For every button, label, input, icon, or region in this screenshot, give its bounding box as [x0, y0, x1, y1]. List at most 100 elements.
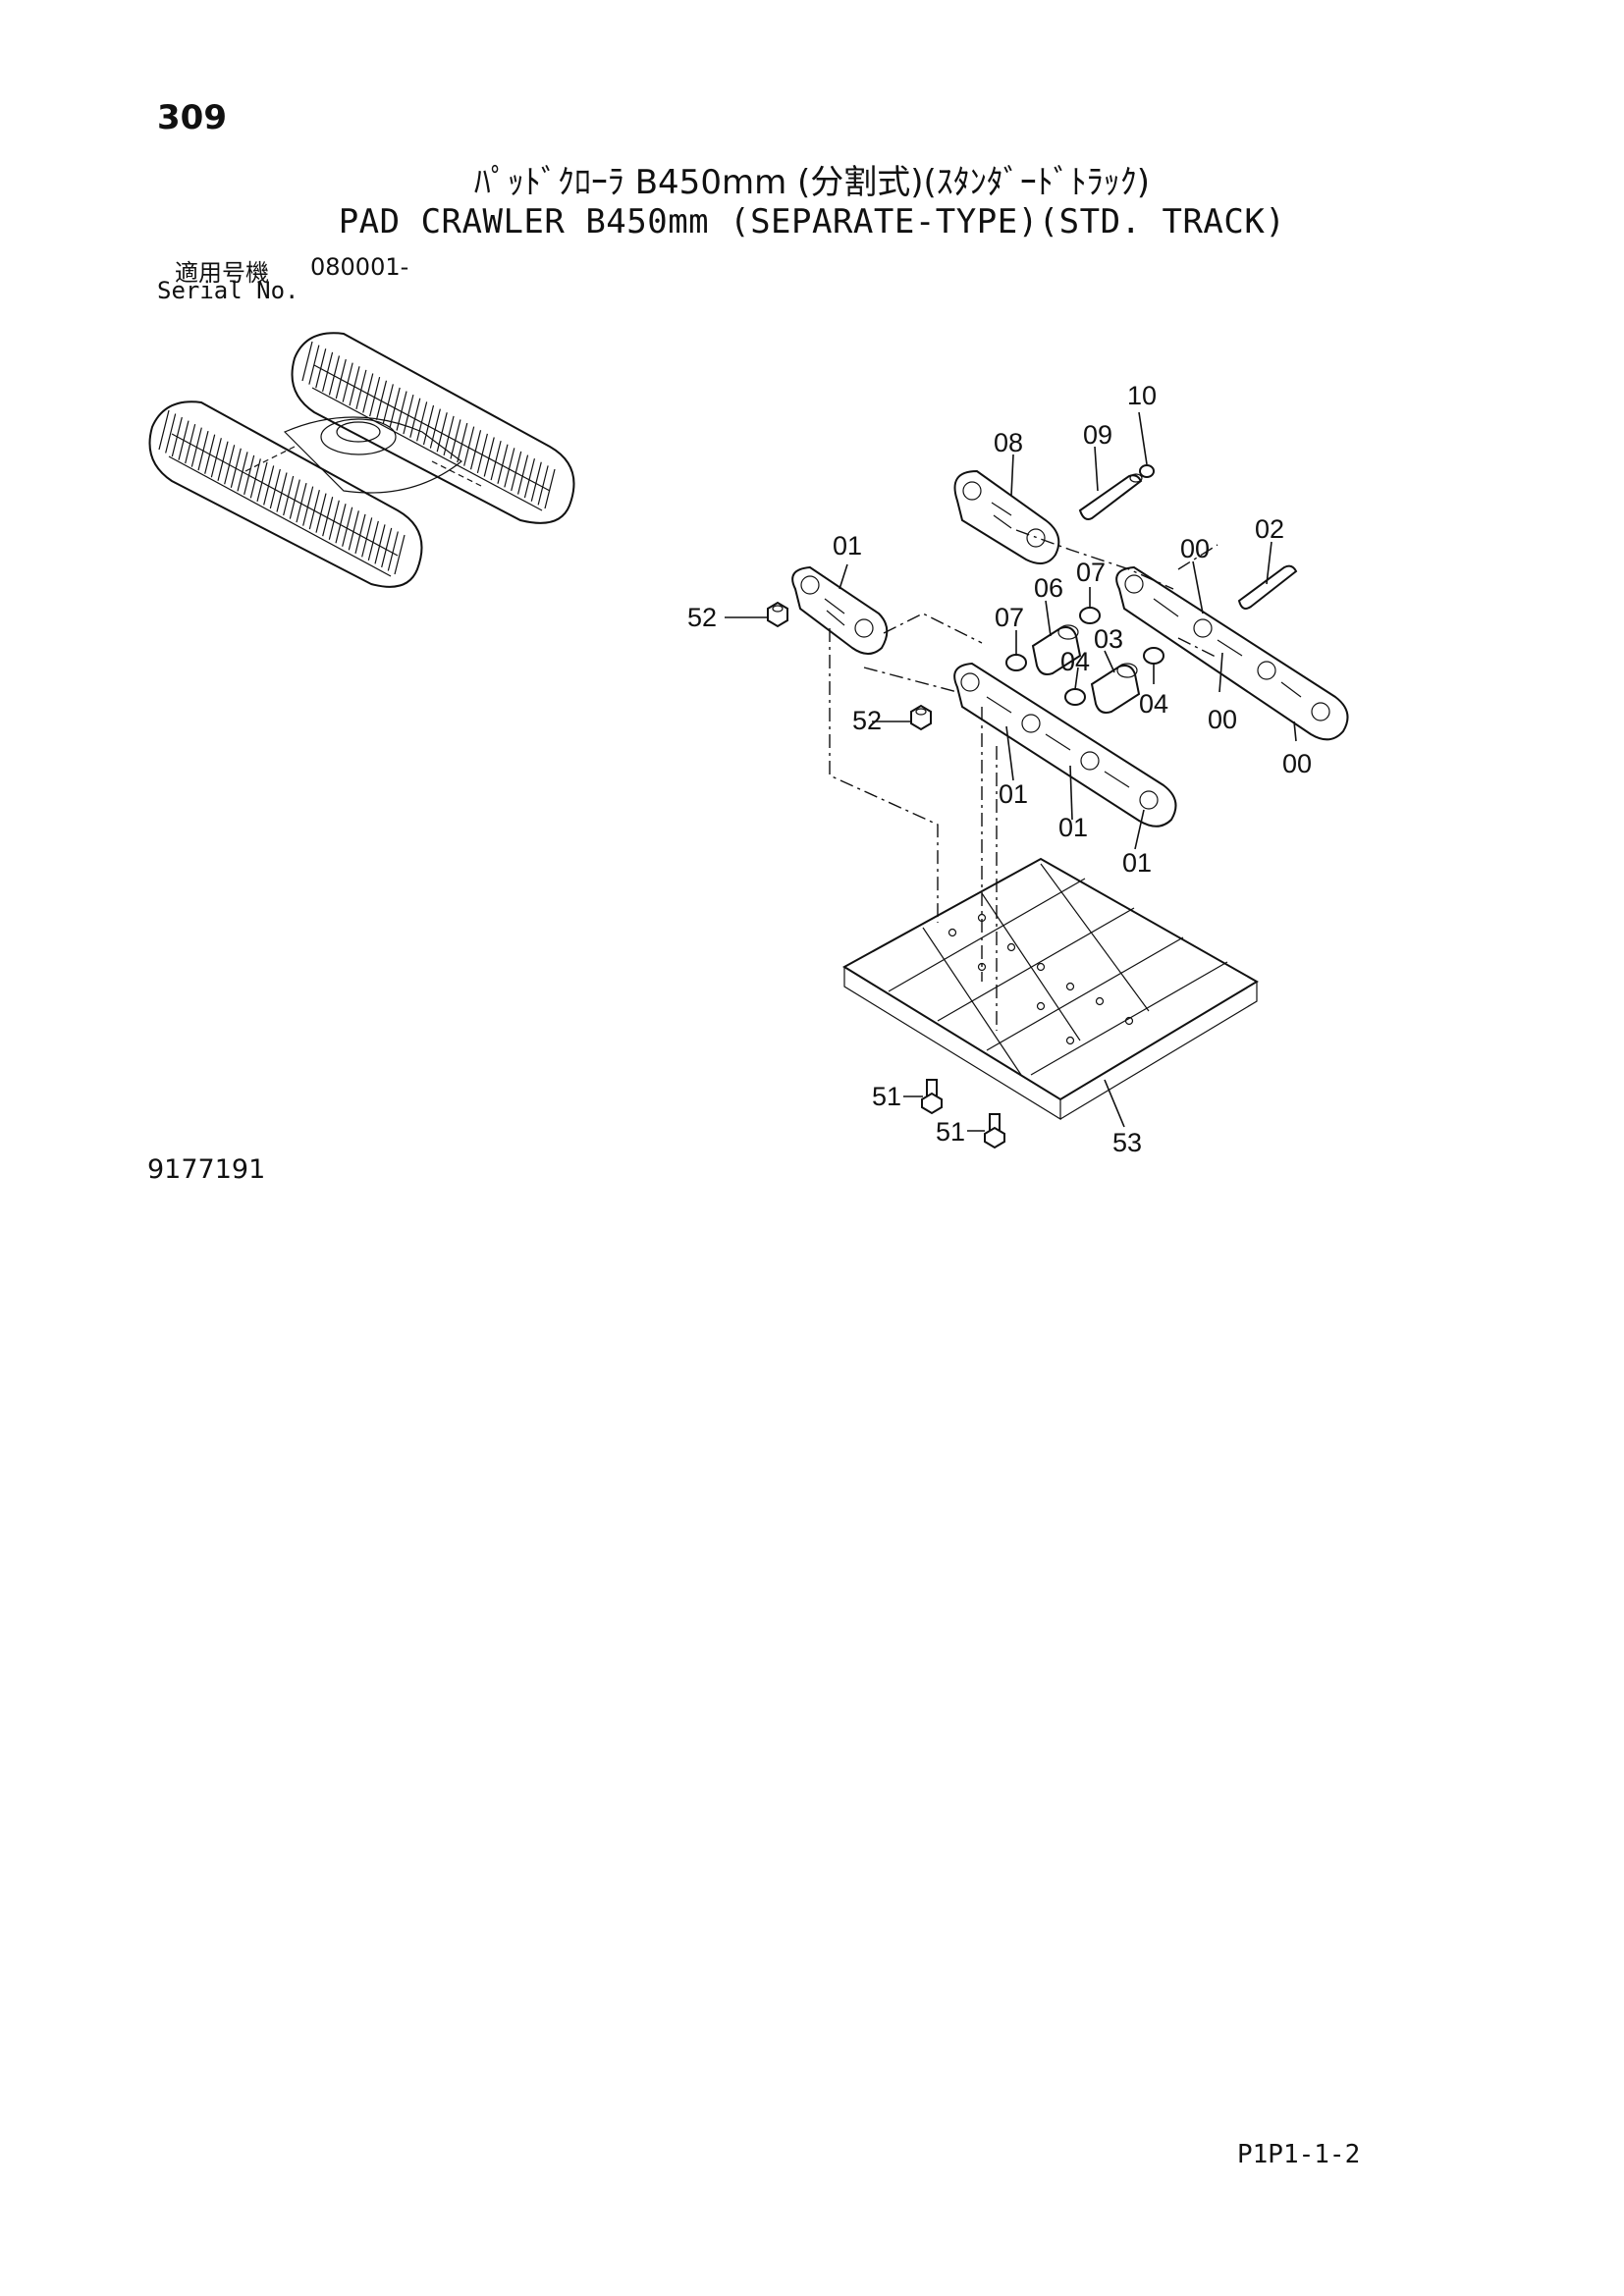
track-rib — [185, 423, 196, 464]
part-10-snap-ring — [1139, 464, 1155, 478]
part-52-nut-a — [767, 601, 788, 628]
track-rib — [381, 527, 393, 568]
callout-labels: 10 08 09 02 01 00 07 52 06 07 03 04 04 0… — [687, 381, 1312, 1157]
track-rib — [244, 454, 255, 496]
track-rib — [544, 468, 556, 509]
track-rib — [355, 369, 367, 410]
track-rib — [387, 531, 399, 571]
part-53-shoe-plates — [842, 857, 1259, 1121]
part-02-master-pin — [1237, 564, 1298, 610]
track-rib — [476, 433, 488, 474]
track-rib — [367, 520, 379, 561]
track-rib — [335, 358, 347, 400]
track-rib — [361, 517, 373, 558]
undercarriage-overview-illustration — [148, 332, 575, 588]
track-rib — [382, 384, 394, 424]
callout-00-bottom: 00 — [1282, 749, 1312, 778]
page-number: 309 — [157, 98, 227, 137]
shoe-bolt-hole — [947, 928, 957, 937]
track-rib — [443, 415, 455, 455]
track-rib — [210, 438, 222, 478]
track-rib — [269, 468, 281, 509]
track-rib — [497, 444, 509, 484]
track-rib — [328, 500, 340, 540]
part-51-bolt-a — [921, 1079, 943, 1115]
track-rib — [301, 341, 313, 382]
track-rib — [302, 486, 314, 526]
title-japanese: ﾊﾟｯﾄﾞｸﾛｰﾗ B450mm (分割式)(ｽﾀﾝﾀﾞｰﾄﾞﾄﾗｯｸ) — [473, 163, 1151, 202]
part-09-pin — [1078, 473, 1143, 520]
track-rib — [249, 458, 261, 499]
serial-number-value: 080001- — [310, 253, 409, 281]
callout-52-upper: 52 — [687, 603, 717, 632]
track-rib — [374, 524, 386, 564]
drawing-number: 9177191 — [147, 1154, 266, 1185]
shoe-bolt-hole — [1006, 942, 1016, 952]
part-06-bushing — [1031, 624, 1082, 675]
assembly-centerlines — [829, 529, 1218, 1031]
track-rib — [171, 416, 183, 457]
track-rib — [511, 451, 522, 492]
track-rib — [197, 431, 209, 471]
track-rib — [217, 441, 229, 481]
track-rib — [463, 426, 475, 466]
part-04-seal-b — [1143, 647, 1164, 665]
callout-02: 02 — [1255, 514, 1284, 544]
track-rib — [165, 413, 177, 454]
track-rib — [349, 366, 360, 406]
track-rib — [335, 504, 347, 544]
track-rib — [289, 479, 300, 519]
track-rib — [308, 489, 320, 530]
track-rib — [283, 475, 295, 516]
track-rib — [348, 510, 359, 551]
track-rib — [516, 454, 529, 495]
part-52-nut-b — [910, 704, 932, 731]
track-rib — [409, 398, 421, 438]
callout-00-middle: 00 — [1208, 705, 1237, 734]
callout-leader-lines — [725, 411, 1297, 1132]
track-rib — [158, 409, 170, 451]
callout-01-chain-a: 01 — [999, 779, 1028, 809]
track-rib — [369, 376, 381, 417]
serial-label-japanese: 適用号機 — [175, 259, 269, 287]
track-rib — [224, 445, 236, 485]
track-rib — [483, 437, 495, 477]
part-01-link-chain-lower — [953, 662, 1177, 828]
track-rib — [416, 401, 428, 442]
callout-08: 08 — [994, 428, 1023, 457]
track-rib — [263, 465, 275, 506]
part-08-master-link — [953, 469, 1060, 564]
track-rib — [403, 395, 414, 435]
callout-51-upper: 51 — [872, 1082, 901, 1111]
track-rib — [315, 348, 327, 389]
shoe-bolt-hole — [977, 962, 987, 972]
track-rib — [276, 472, 288, 512]
track-rib — [523, 458, 535, 499]
track-rib — [422, 404, 435, 446]
track-rib — [530, 461, 542, 502]
part-01-link-upper — [791, 565, 889, 655]
part-07-seal-a — [1005, 654, 1027, 671]
track-rib — [362, 373, 374, 413]
callout-07-right: 07 — [1076, 558, 1106, 587]
track-rib — [322, 351, 334, 392]
callout-03: 03 — [1094, 624, 1123, 654]
callout-04-left: 04 — [1060, 647, 1090, 676]
serial-label-english: Serial No. — [157, 277, 299, 304]
callout-00-top: 00 — [1180, 534, 1210, 563]
part-03-bushing — [1090, 663, 1141, 714]
track-rib — [190, 427, 202, 467]
track-rib — [342, 362, 353, 402]
part-00-link-assembly — [1115, 565, 1349, 741]
callout-09: 09 — [1083, 420, 1112, 450]
shoe-bolt-hole — [1095, 996, 1105, 1006]
callout-06: 06 — [1034, 573, 1063, 603]
track-rib — [204, 434, 216, 474]
title-english: PAD CRAWLER B450mm (SEPARATE-TYPE)(STD. … — [338, 202, 1286, 241]
track-rib — [328, 355, 341, 396]
track-rib — [296, 482, 307, 523]
track-rib — [178, 420, 189, 460]
track-rib — [394, 534, 406, 575]
shoe-bolt-hole — [1036, 1001, 1046, 1011]
